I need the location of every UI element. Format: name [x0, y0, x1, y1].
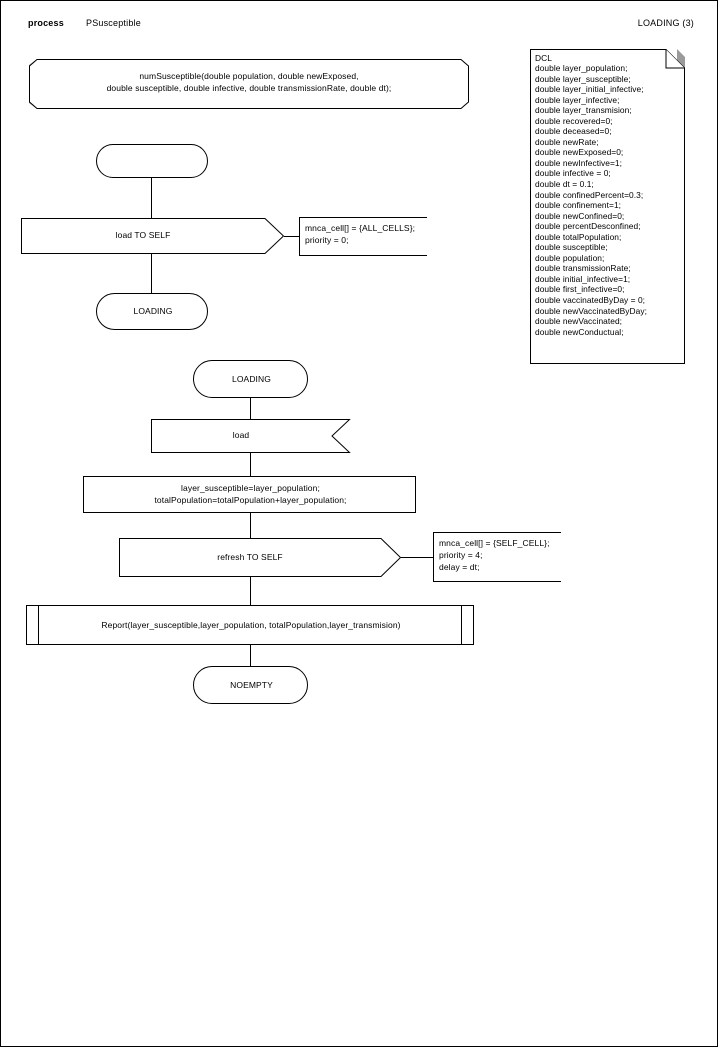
start-state-symbol[interactable]: [96, 144, 208, 178]
refresh-comment-line2: priority = 4;: [439, 550, 483, 560]
connector-procedure-to-state: [250, 645, 251, 666]
state-loading-first[interactable]: LOADING: [96, 293, 208, 330]
connector-output-to-comment: [284, 236, 300, 237]
state-loading-second-label: LOADING: [232, 374, 271, 384]
refresh-comment-line3: delay = dt;: [439, 562, 480, 572]
procedure-header-symbol[interactable]: [29, 59, 469, 109]
output-refresh-to-self-label: refresh TO SELF: [217, 552, 283, 562]
connector-output-to-procedure: [250, 577, 251, 605]
connector-state-to-input: [250, 398, 251, 419]
task-symbol[interactable]: layer_susceptible=layer_population; tota…: [83, 476, 416, 513]
output-load-comment-line2: priority = 0;: [305, 235, 349, 245]
output-refresh-to-self-symbol[interactable]: [119, 538, 402, 577]
procedure-bar-right: [461, 606, 462, 644]
declaration-note-body: double layer_population; double layer_su…: [535, 63, 647, 337]
connector-input-to-task: [250, 453, 251, 476]
task-line1: layer_susceptible=layer_population;: [181, 483, 320, 493]
connector-output-to-state: [151, 254, 152, 294]
procedure-header-line1: numSusceptible(double population, double…: [139, 71, 359, 81]
refresh-comment-line1: mnca_cell[] = {SELF_CELL};: [439, 538, 550, 548]
output-load-to-self-label: load TO SELF: [115, 230, 171, 240]
output-load-comment-line1: mnca_cell[] = {ALL_CELLS};: [305, 223, 416, 233]
output-load-to-self-symbol[interactable]: [21, 218, 285, 254]
procedure-header-line2: double susceptible, double infective, do…: [106, 83, 392, 93]
connector-refresh-to-comment: [401, 557, 434, 558]
declaration-note-symbol[interactable]: [530, 49, 685, 364]
procedure-call-symbol[interactable]: Report(layer_susceptible,layer_populatio…: [26, 605, 474, 645]
header-keyword: process: [28, 18, 64, 28]
procedure-call-label: Report(layer_susceptible,layer_populatio…: [101, 620, 401, 630]
declaration-note-title: DCL: [535, 53, 552, 63]
output-load-comment-box[interactable]: mnca_cell[] = {ALL_CELLS}; priority = 0;: [299, 217, 427, 256]
state-noempty[interactable]: NOEMPTY: [193, 666, 308, 704]
state-loading-second[interactable]: LOADING: [193, 360, 308, 398]
state-noempty-label: NOEMPTY: [230, 680, 273, 690]
refresh-comment-box[interactable]: mnca_cell[] = {SELF_CELL}; priority = 4;…: [433, 532, 561, 582]
input-load-symbol[interactable]: [151, 419, 351, 453]
header-process-name: PSusceptible: [86, 18, 141, 28]
input-load-label: load: [232, 430, 250, 440]
task-line2: totalPopulation=totalPopulation+layer_po…: [154, 495, 347, 505]
state-loading-first-label: LOADING: [133, 306, 173, 316]
procedure-bar-left: [38, 606, 39, 644]
connector-task-to-output: [250, 513, 251, 538]
header-page-reference: LOADING (3): [637, 18, 694, 28]
connector-start-to-output: [151, 178, 152, 218]
